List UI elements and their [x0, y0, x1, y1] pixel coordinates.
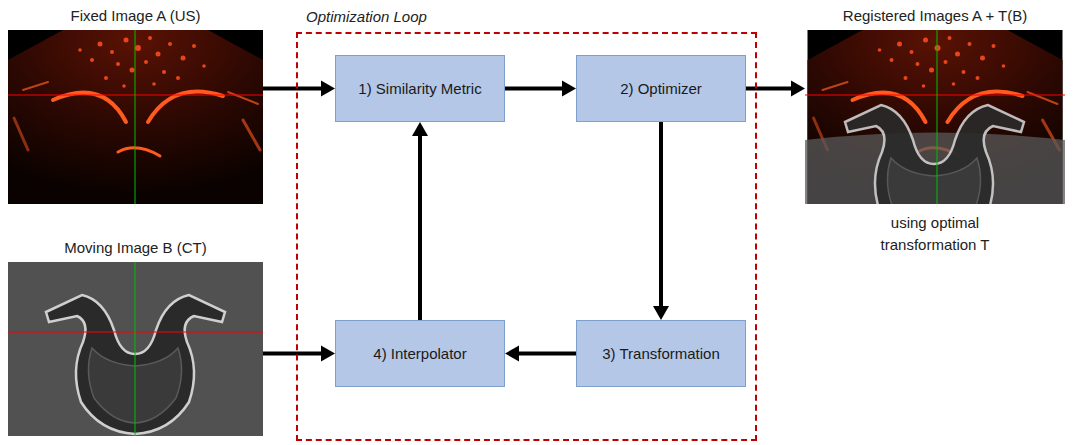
- arrow-connector: [412, 122, 428, 320]
- box-label: 2) Optimizer: [612, 79, 710, 99]
- arrow-line: [263, 87, 323, 91]
- registered-image: [805, 30, 1065, 204]
- caption: Fixed Image A (US): [0, 6, 273, 26]
- arrow-connector: [505, 81, 576, 97]
- arrow-head: [412, 122, 428, 136]
- box-label: 1) Similarity Metric: [350, 79, 489, 99]
- image-panel: Fixed Image A (US): [8, 30, 263, 204]
- process-box: 3) Transformation: [576, 320, 746, 387]
- arrow-head: [321, 81, 335, 97]
- image-panel: Registered Images A + T(B)using optimal …: [805, 30, 1065, 204]
- arrow-connector: [263, 81, 335, 97]
- ct-image: [8, 262, 263, 436]
- arrow-head: [321, 346, 335, 362]
- arrow-head: [562, 81, 576, 97]
- box-label: 3) Transformation: [594, 344, 728, 364]
- arrow-head: [791, 81, 805, 97]
- process-box: 4) Interpolator: [335, 320, 505, 387]
- image-panel: Moving Image B (CT): [8, 262, 263, 436]
- arrow-line: [746, 87, 793, 91]
- process-box: 2) Optimizer: [576, 55, 746, 122]
- arrow-line: [263, 352, 323, 356]
- arrow-connector: [263, 346, 335, 362]
- arrow-line: [418, 134, 422, 320]
- arrow-head: [505, 346, 519, 362]
- process-box: 1) Similarity Metric: [335, 55, 505, 122]
- box-label: 4) Interpolator: [365, 344, 474, 364]
- ultrasound-image: [8, 30, 263, 204]
- caption: Moving Image B (CT): [0, 238, 273, 258]
- caption: Optimization Loop: [306, 7, 427, 27]
- loop-region: Optimization Loop1) Similarity Metric2) …: [296, 32, 757, 441]
- arrow-head: [653, 306, 669, 320]
- caption: Registered Images A + T(B): [795, 6, 1073, 26]
- caption: using optimal transformation T: [850, 212, 1020, 256]
- arrow-connector: [653, 122, 669, 320]
- arrow-connector: [746, 81, 805, 97]
- arrow-line: [517, 352, 576, 356]
- arrow-line: [659, 122, 663, 308]
- arrow-line: [505, 87, 564, 91]
- arrow-connector: [505, 346, 576, 362]
